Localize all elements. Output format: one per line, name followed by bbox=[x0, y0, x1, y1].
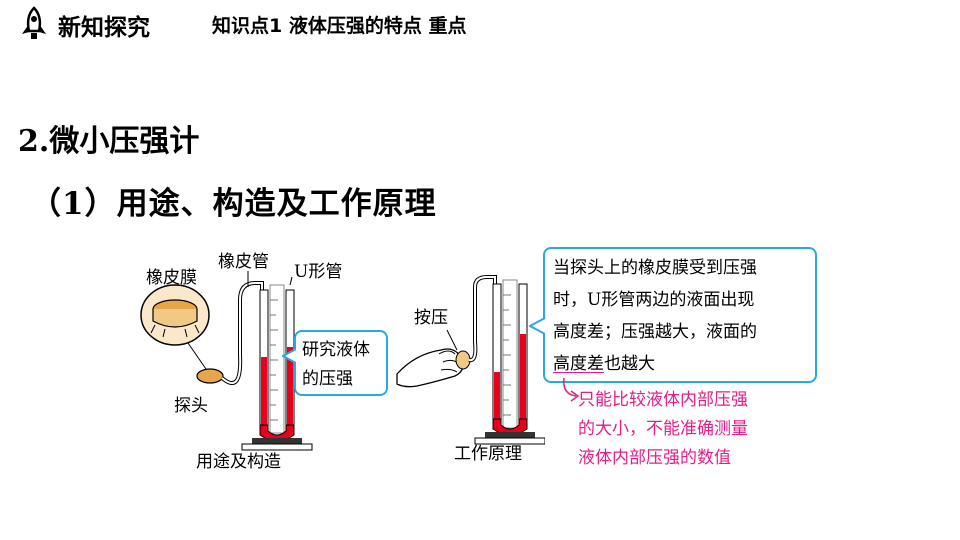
callout-purpose: 研究液体 的压强 bbox=[294, 330, 388, 396]
callout-principle: 当探头上的橡皮膜受到压强 时，U形管两边的液面出现 高度差；压强越大，液面的 高… bbox=[543, 247, 817, 383]
section-title: 2.微小压强计 bbox=[18, 124, 200, 159]
caption-principle: 工作原理 bbox=[454, 444, 522, 464]
rubber-tube bbox=[468, 275, 497, 363]
callout-principle-rest: 也越大 bbox=[604, 354, 655, 374]
callout-principle-line: 当探头上的橡皮膜受到压强 bbox=[553, 258, 757, 278]
note-line: 液体内部压强的数值 bbox=[578, 448, 731, 468]
header-subtitle: 知识点1 液体压强的特点 重点 bbox=[212, 15, 467, 37]
label-u-tube: U形管 bbox=[294, 262, 343, 282]
header-title: 新知探究 bbox=[58, 15, 150, 41]
callout-principle-line-last: 高度差也越大 bbox=[553, 348, 807, 380]
label-rubber-tube: 橡皮管 bbox=[218, 252, 269, 272]
callout-purpose-line: 研究液体 bbox=[302, 340, 370, 360]
rubber-tube bbox=[220, 281, 264, 385]
callout-pointer bbox=[282, 348, 296, 364]
note-line: 的大小，不能准确测量 bbox=[578, 419, 748, 439]
callout-principle-line: 时，U形管两边的液面出现 bbox=[553, 290, 755, 310]
note-line: 只能比较液体内部压强 bbox=[578, 390, 748, 410]
underlined-height-difference: 高度差 bbox=[553, 354, 604, 374]
label-probe: 探头 bbox=[174, 396, 208, 416]
note-arrow bbox=[563, 377, 580, 402]
label-membrane: 橡皮膜 bbox=[146, 268, 197, 288]
rocket-icon bbox=[22, 6, 46, 39]
callout-pointer bbox=[529, 317, 545, 335]
probe bbox=[196, 368, 224, 384]
label-press: 按压 bbox=[414, 308, 448, 328]
callout-principle-line: 高度差；压强越大，液面的 bbox=[553, 322, 757, 342]
manometer-structure-diagram bbox=[140, 271, 313, 451]
subsection-title: （1）用途、构造及工作原理 bbox=[30, 186, 437, 222]
callout-purpose-line: 的压强 bbox=[302, 369, 353, 389]
hand bbox=[396, 348, 464, 388]
manometer-principle-diagram bbox=[396, 275, 545, 445]
note-limitation: 只能比较液体内部压强 的大小，不能准确测量 液体内部压强的数值 bbox=[578, 386, 748, 473]
caption-structure: 用途及构造 bbox=[196, 452, 281, 472]
